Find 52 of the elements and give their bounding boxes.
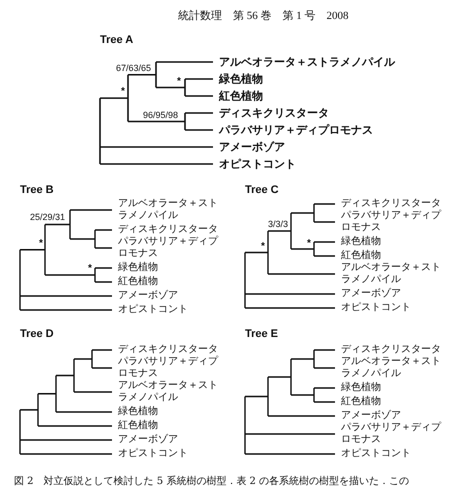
taxon-label: オピストコント	[118, 304, 188, 316]
taxon-label: 紅色植物	[341, 250, 381, 262]
taxon-label: オピストコント	[118, 448, 188, 460]
taxon-label: 緑色植物	[219, 72, 263, 86]
taxon-label: ディスキクリスタータ	[341, 344, 441, 356]
support-mark: *	[307, 238, 311, 249]
tree-title: Tree C	[245, 184, 279, 196]
support-mark: *	[88, 263, 92, 274]
taxon-label: 紅色植物	[219, 90, 263, 102]
taxon-label: 紅色植物	[118, 276, 158, 288]
tree-title: Tree D	[20, 328, 54, 340]
taxon-label: アルベオラータ＋ストラメノパイル	[341, 356, 442, 380]
tree-title: Tree E	[245, 328, 278, 340]
taxon-label: パラバサリア＋ディプロモナス	[118, 236, 220, 260]
taxon-label: 紅色植物	[341, 396, 381, 408]
taxon-label: パラバサリア＋ディプロモナス	[341, 422, 442, 446]
taxon-label: ディスキクリスタータ	[219, 106, 329, 120]
taxon-label: パラバサリア＋ディプロモナス	[219, 124, 373, 136]
support-mark: *	[39, 238, 43, 249]
tree-title: Tree A	[100, 34, 134, 46]
taxon-label: ディスキクリスタータ	[341, 198, 441, 210]
taxon-label: 緑色植物	[341, 236, 381, 248]
taxon-label: ディスキクリスタータ	[118, 224, 218, 236]
support-value: 25/29/31	[30, 212, 66, 223]
taxon-label: 緑色植物	[341, 382, 381, 394]
support-mark: *	[121, 86, 125, 97]
taxon-label: アルベオラータ＋ストラメノパイル	[219, 56, 395, 68]
taxon-label: アメーボゾア	[341, 288, 401, 300]
tree-title: Tree B	[20, 184, 54, 196]
taxon-label: アルベオラータ＋ストラメノパイル	[341, 262, 442, 286]
taxon-label: アルベオラータ＋ストラメノパイル	[118, 380, 219, 404]
taxon-label: アメーボゾア	[118, 434, 178, 446]
taxon-label: 緑色植物	[118, 406, 158, 418]
support-mark: *	[177, 76, 181, 87]
taxon-label: 緑色植物	[118, 262, 158, 274]
taxon-label: ディスキクリスタータ	[118, 344, 218, 356]
taxon-label: パラバサリア＋ディプロモナス	[118, 356, 220, 380]
taxon-label: アルベオラータ＋ストラメノパイル	[118, 198, 219, 222]
support-value: 67/63/65	[116, 63, 152, 74]
taxon-label: オピストコント	[219, 158, 296, 170]
taxon-label: オピストコント	[341, 302, 411, 314]
taxon-label: パラバサリア＋ディプロモナス	[341, 210, 442, 234]
taxon-label: アメーボゾア	[118, 290, 178, 302]
support-value: 3/3/3	[268, 219, 288, 230]
taxon-label: オピストコント	[341, 448, 411, 460]
figure-caption: 図 2 対立仮説として検討した 5 系統樹の樹型．表 2 の各系統樹の樹型を描いた．この	[14, 474, 409, 488]
support-value: 96/95/98	[143, 110, 178, 121]
taxon-label: アメーボゾア	[219, 140, 285, 154]
taxon-label: 紅色植物	[118, 420, 158, 432]
support-mark: *	[261, 241, 265, 252]
taxon-label: アメーボゾア	[341, 410, 401, 422]
running-header: 統計数理 第 56 巻 第 1 号 2008	[178, 8, 348, 23]
